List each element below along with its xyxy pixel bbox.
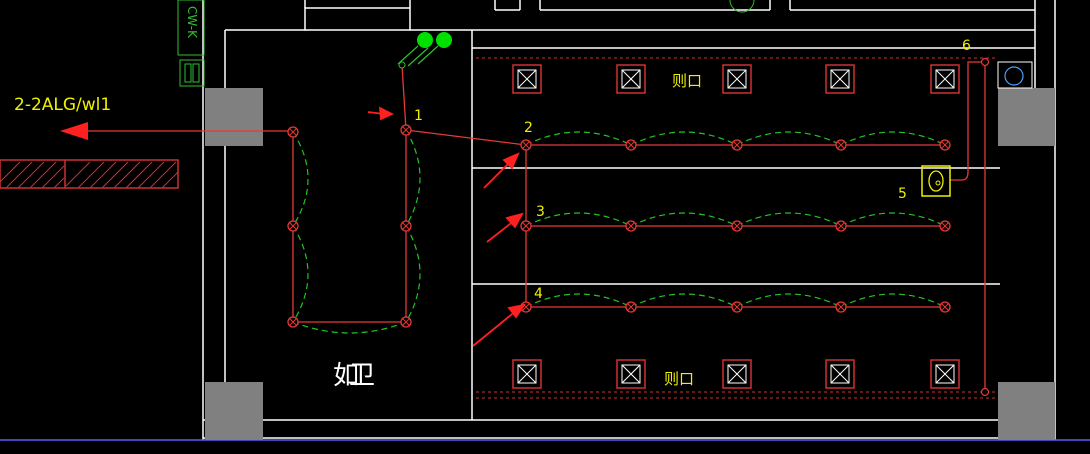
column-bottom-right bbox=[998, 382, 1055, 440]
fixtures bbox=[287, 57, 990, 397]
ceiling-light-icon bbox=[939, 301, 951, 313]
room-label-left-2: 卫 bbox=[349, 361, 375, 391]
fixture-top-center bbox=[729, 0, 755, 13]
column-top-right bbox=[998, 88, 1055, 146]
arc bbox=[630, 293, 738, 308]
ceiling-light-icon bbox=[980, 387, 990, 397]
green-dot-icon bbox=[417, 32, 433, 48]
dashed-borders bbox=[476, 57, 995, 399]
annotation-arrows bbox=[367, 106, 526, 347]
arc bbox=[292, 321, 407, 334]
square-vent-icon bbox=[616, 64, 646, 94]
ceiling-light-icon bbox=[625, 220, 637, 232]
arc bbox=[525, 293, 632, 308]
ceiling-light-icon bbox=[835, 301, 847, 313]
column-top-left bbox=[205, 88, 263, 146]
arc bbox=[736, 293, 842, 308]
ceiling-light-icon bbox=[731, 220, 743, 232]
square-vent-icon bbox=[512, 359, 542, 389]
square-vent-icon bbox=[616, 359, 646, 389]
arc bbox=[405, 129, 421, 227]
square-vent-icon bbox=[930, 359, 960, 389]
ceiling-light-icon bbox=[520, 220, 532, 232]
ceiling-light-icon bbox=[400, 316, 412, 328]
ceiling-light-icon bbox=[835, 220, 847, 232]
arc bbox=[840, 212, 946, 227]
columns bbox=[205, 88, 1055, 440]
round-outlet-icon bbox=[997, 61, 1033, 89]
ceiling-light-icon bbox=[939, 139, 951, 151]
vents bbox=[512, 64, 960, 389]
arc bbox=[840, 131, 946, 146]
vertical-tag-group: CW-K bbox=[177, 0, 205, 87]
square-vent-icon bbox=[722, 359, 752, 389]
arc bbox=[292, 225, 309, 323]
ceiling-light-icon bbox=[625, 301, 637, 313]
node-label-2: 2 bbox=[524, 120, 533, 136]
arc bbox=[736, 131, 842, 146]
node-label-5: 5 bbox=[898, 186, 907, 202]
ceiling-light-icon bbox=[625, 139, 637, 151]
walls bbox=[0, 0, 1090, 441]
ceiling-light-icon bbox=[731, 139, 743, 151]
arc bbox=[292, 131, 309, 227]
hatched-beam bbox=[0, 159, 179, 189]
ceiling-light-icon bbox=[287, 220, 299, 232]
ceiling-light-icon bbox=[835, 139, 847, 151]
arc bbox=[630, 131, 738, 146]
ceiling-light-icon bbox=[287, 126, 299, 138]
arc bbox=[736, 212, 842, 227]
column-bottom-left bbox=[205, 382, 263, 440]
square-vent-icon bbox=[825, 359, 855, 389]
square-vent-icon bbox=[722, 64, 752, 94]
ceiling-light-icon bbox=[520, 139, 532, 151]
green-indicators bbox=[397, 32, 452, 67]
room-label-top: 则口 bbox=[672, 72, 702, 90]
arc bbox=[630, 212, 738, 227]
room-label-bottom: 则口 bbox=[664, 370, 694, 388]
ceiling-light-icon bbox=[939, 220, 951, 232]
ceiling-light-icon bbox=[731, 301, 743, 313]
node-label-3: 3 bbox=[536, 204, 545, 220]
green-dot-icon bbox=[436, 32, 452, 48]
arc bbox=[405, 225, 421, 323]
room-label-left: 如 bbox=[333, 361, 359, 391]
panel-box-icon bbox=[921, 165, 951, 197]
circuit-reference-label: 2-2ALG/wl1 bbox=[14, 95, 111, 115]
square-vent-icon bbox=[930, 64, 960, 94]
square-vent-icon bbox=[825, 64, 855, 94]
arc bbox=[525, 131, 632, 146]
ceiling-light-icon bbox=[400, 124, 412, 136]
arc bbox=[840, 293, 946, 308]
ceiling-light-icon bbox=[287, 316, 299, 328]
node-label-6: 6 bbox=[962, 38, 971, 54]
ceiling-light-icon bbox=[980, 57, 990, 67]
circuit-arrow-left-icon bbox=[60, 122, 88, 140]
node-label-1: 1 bbox=[414, 108, 423, 124]
ceiling-light-icon bbox=[400, 220, 412, 232]
node-label-4: 4 bbox=[534, 286, 543, 302]
arc bbox=[525, 212, 632, 227]
square-vent-icon bbox=[512, 64, 542, 94]
vertical-tag: CW-K bbox=[185, 6, 199, 39]
arcs bbox=[292, 129, 946, 334]
